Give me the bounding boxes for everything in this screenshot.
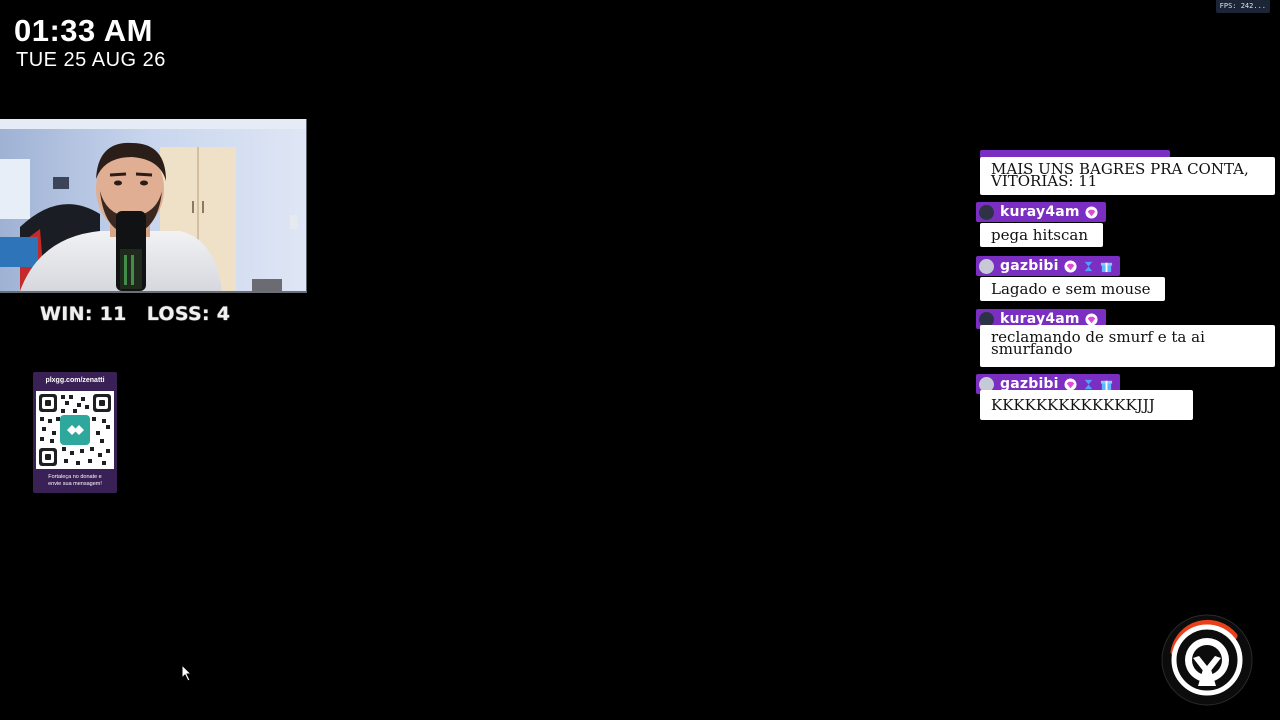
- donate-url: plxgg.com/zenatti: [45, 377, 105, 384]
- chat-overlay: MAIS UNS BAGRES PRA CONTA, VITÓRIAS: 11 …: [976, 150, 1276, 430]
- qr-code: [36, 391, 114, 469]
- gift-icon: [1100, 380, 1112, 390]
- chat-username: kuray4am: [1000, 311, 1080, 327]
- chat-user-badge: kuray4am: [976, 309, 1106, 329]
- clock-widget: 01:33 AM TUE 25 AUG 26: [14, 14, 166, 72]
- donate-caption: Fortaleça no donate e envie sua mensagem…: [48, 474, 102, 487]
- avatar: [979, 258, 994, 274]
- chat-message: KKKKKKKKKKKKKJJJ: [980, 390, 1193, 420]
- chat-message: MAIS UNS BAGRES PRA CONTA, VITÓRIAS: 11: [980, 157, 1275, 195]
- overwatch-logo-icon: [1161, 614, 1253, 706]
- avatar: [979, 204, 994, 220]
- gem-icon: [1085, 312, 1098, 326]
- clock-time: 01:33 AM: [14, 13, 153, 48]
- mouse-cursor-icon: [181, 664, 193, 682]
- donate-qr-card: plxgg.com/zenatti: [33, 372, 117, 493]
- hourglass-icon: [1084, 379, 1092, 389]
- loss-count: LOSS: 4: [146, 303, 231, 325]
- avatar: [979, 311, 994, 327]
- chat-message: pega hitscan: [980, 223, 1103, 247]
- gift-icon: [1100, 262, 1112, 272]
- webcam-image: [0, 119, 306, 291]
- gem-icon: [1064, 377, 1077, 391]
- chat-badge-cropped: [980, 150, 1170, 158]
- clock-date: TUE 25 AUG 26: [16, 49, 166, 71]
- qr-code-icon: [36, 391, 114, 469]
- fps-counter: FPS: 242...: [1215, 0, 1270, 13]
- gem-icon: [1064, 259, 1077, 273]
- chat-username: gazbibi: [1000, 376, 1059, 392]
- chat-message: Lagado e sem mouse: [980, 277, 1165, 301]
- chat-username: gazbibi: [1000, 258, 1059, 274]
- win-count: WIN: 11: [40, 303, 127, 325]
- hourglass-icon: [1084, 261, 1092, 271]
- win-loss-counter: WIN: 11 LOSS: 4: [40, 303, 230, 325]
- avatar: [979, 376, 994, 392]
- gem-icon: [1085, 205, 1098, 219]
- webcam-feed: [0, 119, 307, 293]
- chat-message: reclamando de smurf e ta ai smurfando: [980, 325, 1275, 367]
- chat-user-badge: kuray4am: [976, 202, 1106, 222]
- chat-user-badge: gazbibi: [976, 374, 1120, 394]
- chat-user-badge: gazbibi: [976, 256, 1120, 276]
- chat-username: kuray4am: [1000, 204, 1080, 220]
